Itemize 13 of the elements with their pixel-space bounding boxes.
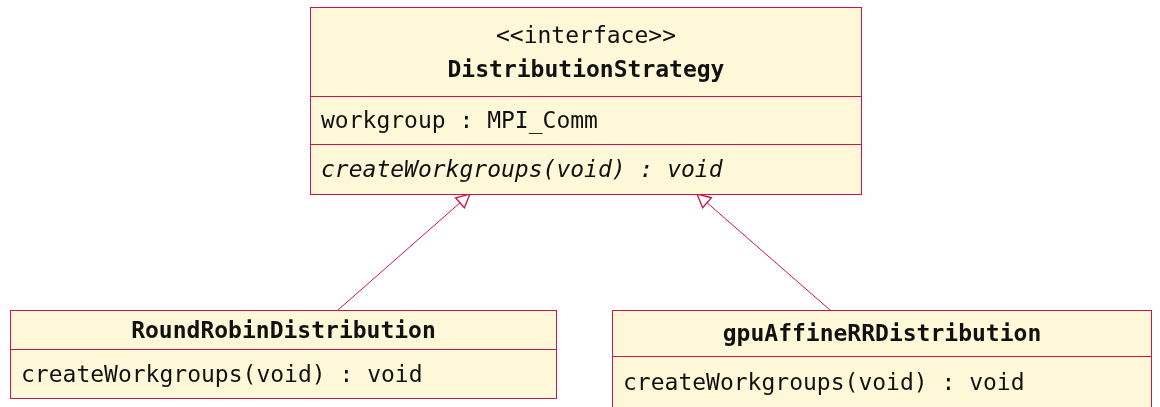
class-name: RoundRobinDistribution [131, 315, 436, 345]
stereotype-label: <<interface>> [496, 20, 676, 50]
generalization-arrow [696, 193, 831, 311]
class-name: DistributionStrategy [447, 55, 725, 84]
class-box [10, 310, 557, 399]
method-text: createWorkgroups(void) : void [623, 368, 1025, 398]
method-text: createWorkgroups(void) : void [21, 359, 423, 389]
class-name: gpuAffineRRDistribution [722, 319, 1042, 349]
class-box [310, 7, 862, 195]
attribute-text: workgroup : MPI_Comm [321, 106, 598, 136]
class-box [612, 310, 1152, 407]
generalization-arrow [337, 193, 471, 311]
abstract-method-text: createWorkgroups(void) : void [321, 155, 723, 185]
